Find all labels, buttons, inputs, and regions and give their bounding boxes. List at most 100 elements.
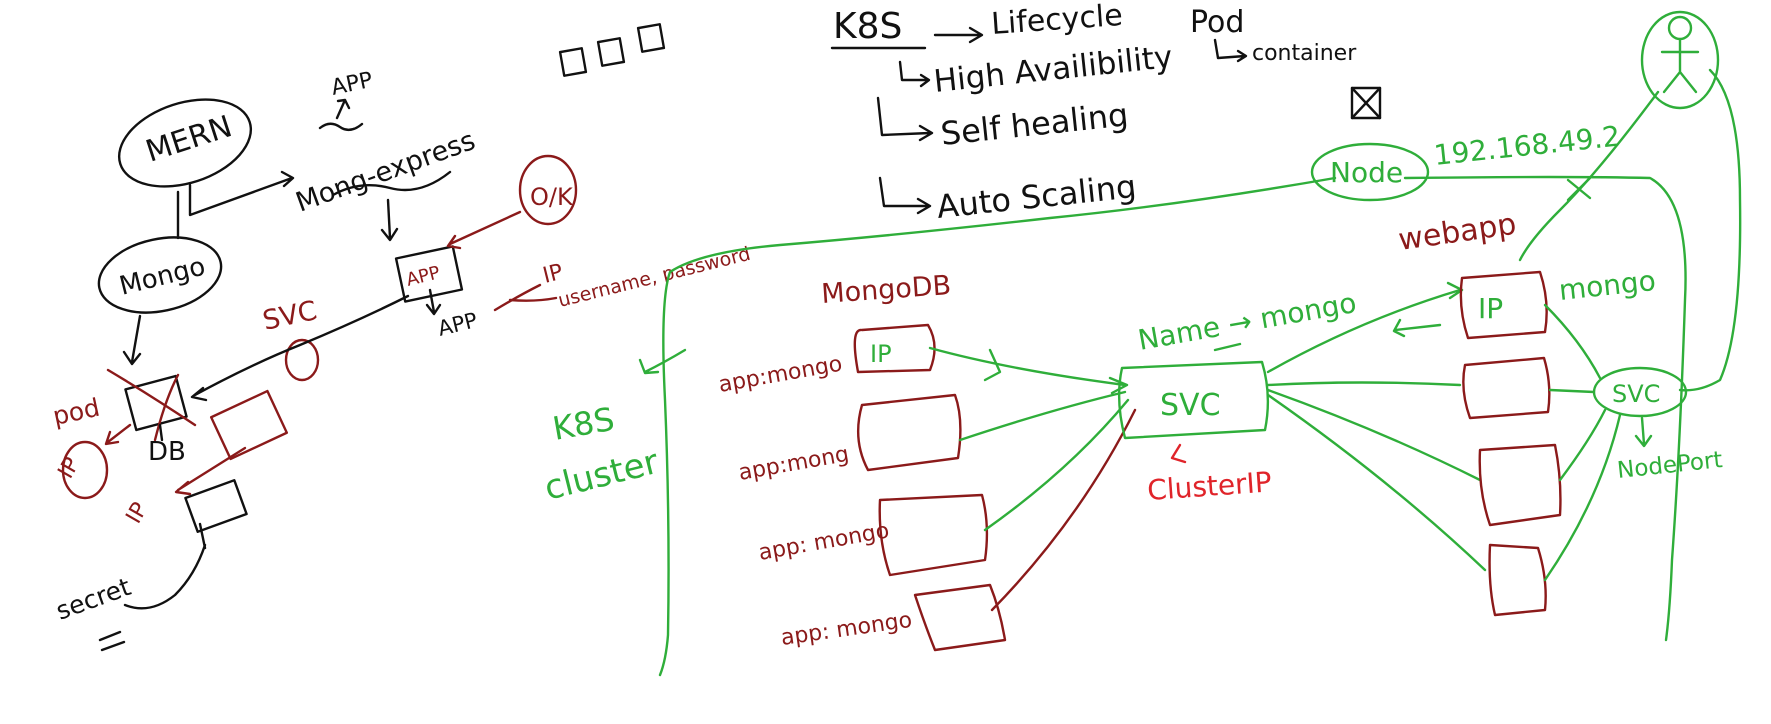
square-icon bbox=[558, 47, 588, 77]
app-top-label: APP bbox=[329, 68, 375, 101]
arrow-icon bbox=[1213, 38, 1248, 63]
mongo-pod-1 bbox=[853, 323, 936, 374]
user-body-icon bbox=[1660, 38, 1700, 94]
webapp-mongo-label: mongo bbox=[1557, 264, 1657, 307]
ip-circle-label: IP bbox=[54, 453, 86, 483]
secret-box bbox=[184, 478, 248, 534]
user-circle bbox=[1640, 10, 1720, 110]
webapp-svc-label: SVC bbox=[1612, 380, 1660, 408]
arrow-icon bbox=[174, 446, 247, 496]
square-icon bbox=[596, 37, 626, 67]
app-below-label: APP bbox=[435, 308, 479, 341]
node-ip-label: 192.168.49.2 bbox=[1432, 120, 1621, 172]
ok-label: O/K bbox=[530, 183, 574, 211]
svc-name-label: Name → mongo bbox=[1135, 286, 1358, 357]
ip-connector-line bbox=[493, 283, 542, 312]
cluster-ip-label: ClusterIP bbox=[1146, 465, 1273, 507]
svc-label-left: SVC bbox=[260, 295, 320, 337]
k8s-cluster-diagram: K8S cluster Node 192.168.49.2 MongoDB ap… bbox=[541, 10, 1742, 677]
pod-label-4: app: mongo bbox=[779, 608, 913, 651]
down-arrow-icon bbox=[425, 288, 442, 316]
underline bbox=[1213, 342, 1242, 352]
second-pod-box bbox=[209, 389, 289, 461]
arrow-icon bbox=[898, 60, 931, 88]
ip-label: IP bbox=[540, 260, 565, 289]
ip-lower-label: IP bbox=[122, 498, 154, 528]
up-arrow-icon bbox=[335, 98, 351, 120]
mongo-pod-2 bbox=[857, 393, 962, 472]
ok-circle bbox=[518, 154, 578, 226]
node-label: Node bbox=[1330, 156, 1403, 189]
webapp-pod-1 bbox=[1459, 270, 1548, 340]
squiggle-line bbox=[331, 170, 452, 197]
webapp-pod-3 bbox=[1478, 443, 1562, 527]
svc-to-webapp-line bbox=[1266, 393, 1487, 572]
user-to-svc-line bbox=[1678, 68, 1742, 392]
link-mark bbox=[983, 348, 1002, 382]
squiggle-line bbox=[318, 122, 364, 132]
webapp-to-svc-line bbox=[1558, 408, 1607, 482]
pod-strike-line bbox=[153, 373, 180, 442]
right-arrow-icon bbox=[933, 26, 984, 44]
mongo-pod-4 bbox=[913, 583, 1007, 652]
arrow-ok-to-app bbox=[446, 210, 522, 250]
mern-oval bbox=[117, 98, 253, 188]
user-head-icon bbox=[1667, 15, 1693, 41]
secret-link bbox=[198, 522, 207, 550]
cluster-pointer-arrow bbox=[638, 348, 687, 375]
k8s-title: K8S bbox=[833, 6, 902, 47]
down-arrow-icon bbox=[1634, 416, 1653, 448]
left-mern-sketch: APP MERN Mong-express Mongo APP APP O/K … bbox=[50, 23, 753, 652]
arrow-icon bbox=[876, 96, 934, 142]
pod-note-label: Pod bbox=[1190, 5, 1244, 40]
svc-to-webapp-line bbox=[1266, 381, 1462, 387]
pod-label-1: app:mongo bbox=[717, 352, 845, 398]
arrow-icon bbox=[878, 176, 932, 215]
down-arrow-icon bbox=[122, 314, 142, 366]
mern-label: MERN bbox=[142, 109, 237, 170]
secret-label: secret bbox=[52, 572, 135, 626]
user-to-webapp-line bbox=[1518, 90, 1660, 262]
pod3-to-svc-line bbox=[983, 398, 1130, 532]
arrow-icon bbox=[1170, 443, 1187, 464]
self-healing-label: Self healing bbox=[939, 95, 1130, 152]
mongo-svc-box bbox=[1117, 360, 1270, 440]
cluster-boundary bbox=[658, 176, 1337, 677]
square-icon bbox=[636, 23, 666, 53]
container-label: container bbox=[1252, 41, 1357, 66]
webapp-to-svc-line bbox=[1548, 388, 1596, 394]
app-box-label: APP bbox=[404, 262, 442, 291]
crossed-square-icon bbox=[1350, 86, 1382, 120]
pod-label-2: app:mong bbox=[737, 442, 851, 486]
k8s-cluster-label-2: cluster bbox=[541, 442, 663, 509]
db-pod-box bbox=[124, 374, 188, 432]
mongo-label: Mongo bbox=[116, 252, 208, 302]
mongo-express-label: Mong-express bbox=[292, 125, 480, 219]
pod4-to-svc-line bbox=[990, 408, 1137, 612]
app-pod-box bbox=[394, 245, 464, 303]
cross-icon bbox=[1566, 176, 1592, 202]
pod1-to-svc-line bbox=[928, 346, 1129, 395]
pod-db-link bbox=[158, 423, 164, 442]
k8s-notes: K8S Lifecycle Pod container High Availib… bbox=[830, 0, 1382, 226]
lifecycle-label: Lifecycle bbox=[990, 0, 1124, 42]
k8s-cluster-label-1: K8S bbox=[550, 400, 617, 448]
node-oval bbox=[1310, 142, 1430, 202]
equals-icon bbox=[98, 630, 126, 652]
pod-ip-label: IP bbox=[870, 340, 892, 368]
ip-circle bbox=[61, 440, 109, 500]
webapp-label: webapp bbox=[1396, 207, 1518, 258]
auto-scaling-label: Auto Scaling bbox=[935, 167, 1138, 226]
crossed-square-icon bbox=[1350, 86, 1382, 120]
mongo-svc-label: SVC bbox=[1160, 388, 1221, 423]
pod-label-3: app: mongo bbox=[757, 518, 891, 566]
webapp-pod-4 bbox=[1488, 543, 1547, 617]
app-to-db-line bbox=[190, 294, 410, 402]
cluster-boundary bbox=[1403, 175, 1687, 642]
back-arrow-icon bbox=[1392, 318, 1442, 338]
down-arrow-icon bbox=[380, 198, 399, 242]
pod-strike-line bbox=[106, 368, 197, 427]
svc-oval-left bbox=[284, 338, 320, 382]
webapp-to-svc-line bbox=[1543, 413, 1622, 582]
